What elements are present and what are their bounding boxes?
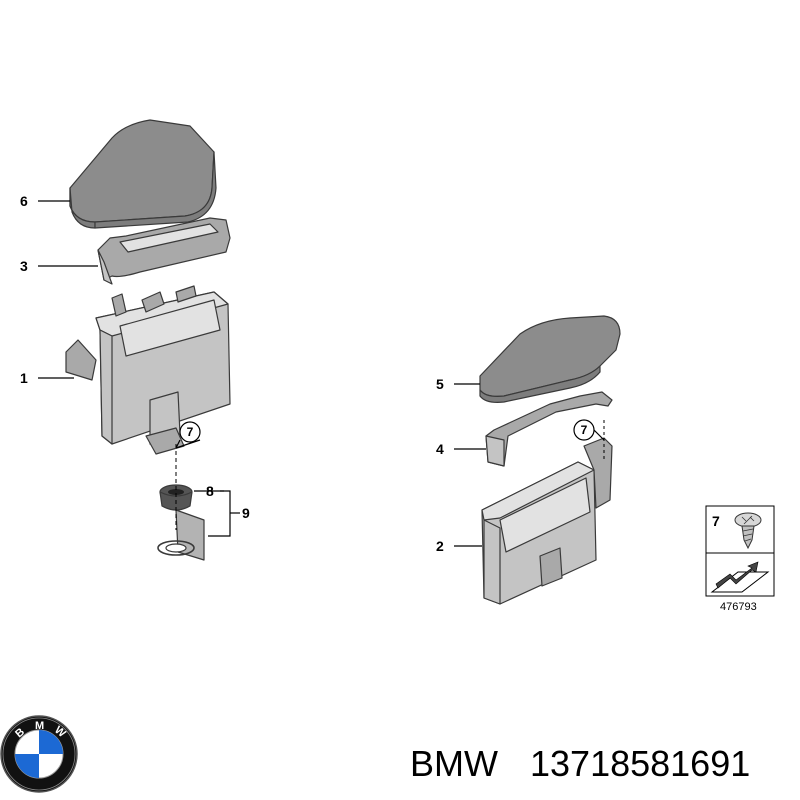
leader-lines-right (454, 383, 486, 547)
ref-circle-7-left-label: 7 (187, 425, 194, 439)
callout-8: 8 (206, 483, 214, 499)
part-6-cover (69, 119, 217, 229)
part-4-bracket (485, 391, 613, 467)
ref-circle-7-right: 7 (573, 419, 605, 460)
logo-letter-m: M (35, 720, 44, 732)
callout-2: 2 (436, 538, 444, 554)
ref-circle-7-right-label: 7 (581, 423, 588, 437)
leader-lines-left (38, 200, 240, 537)
part-number: 13718581691 (530, 743, 750, 784)
screw-icon (734, 512, 762, 550)
callout-3: 3 (20, 258, 28, 274)
arrow-plate-icon (710, 561, 770, 593)
key-box-number: 7 (712, 513, 720, 529)
diagram-id-label: 476793 (720, 601, 757, 613)
part-3-bracket (97, 217, 231, 285)
callout-6: 6 (20, 193, 28, 209)
bmw-logo: B M W (0, 715, 78, 793)
part-1-fusebox (65, 285, 231, 455)
callout-5: 5 (436, 376, 444, 392)
callout-1: 1 (20, 370, 28, 386)
callout-4: 4 (436, 441, 444, 457)
brand-name: BMW (410, 743, 498, 784)
part-5-cover (479, 315, 621, 403)
callout-9: 9 (242, 505, 250, 521)
part-2-fusebox (481, 437, 613, 605)
ref-circle-7-left: 7 (175, 421, 201, 449)
part-9-mount (157, 509, 205, 561)
key-box: 7 476793 (705, 505, 775, 613)
